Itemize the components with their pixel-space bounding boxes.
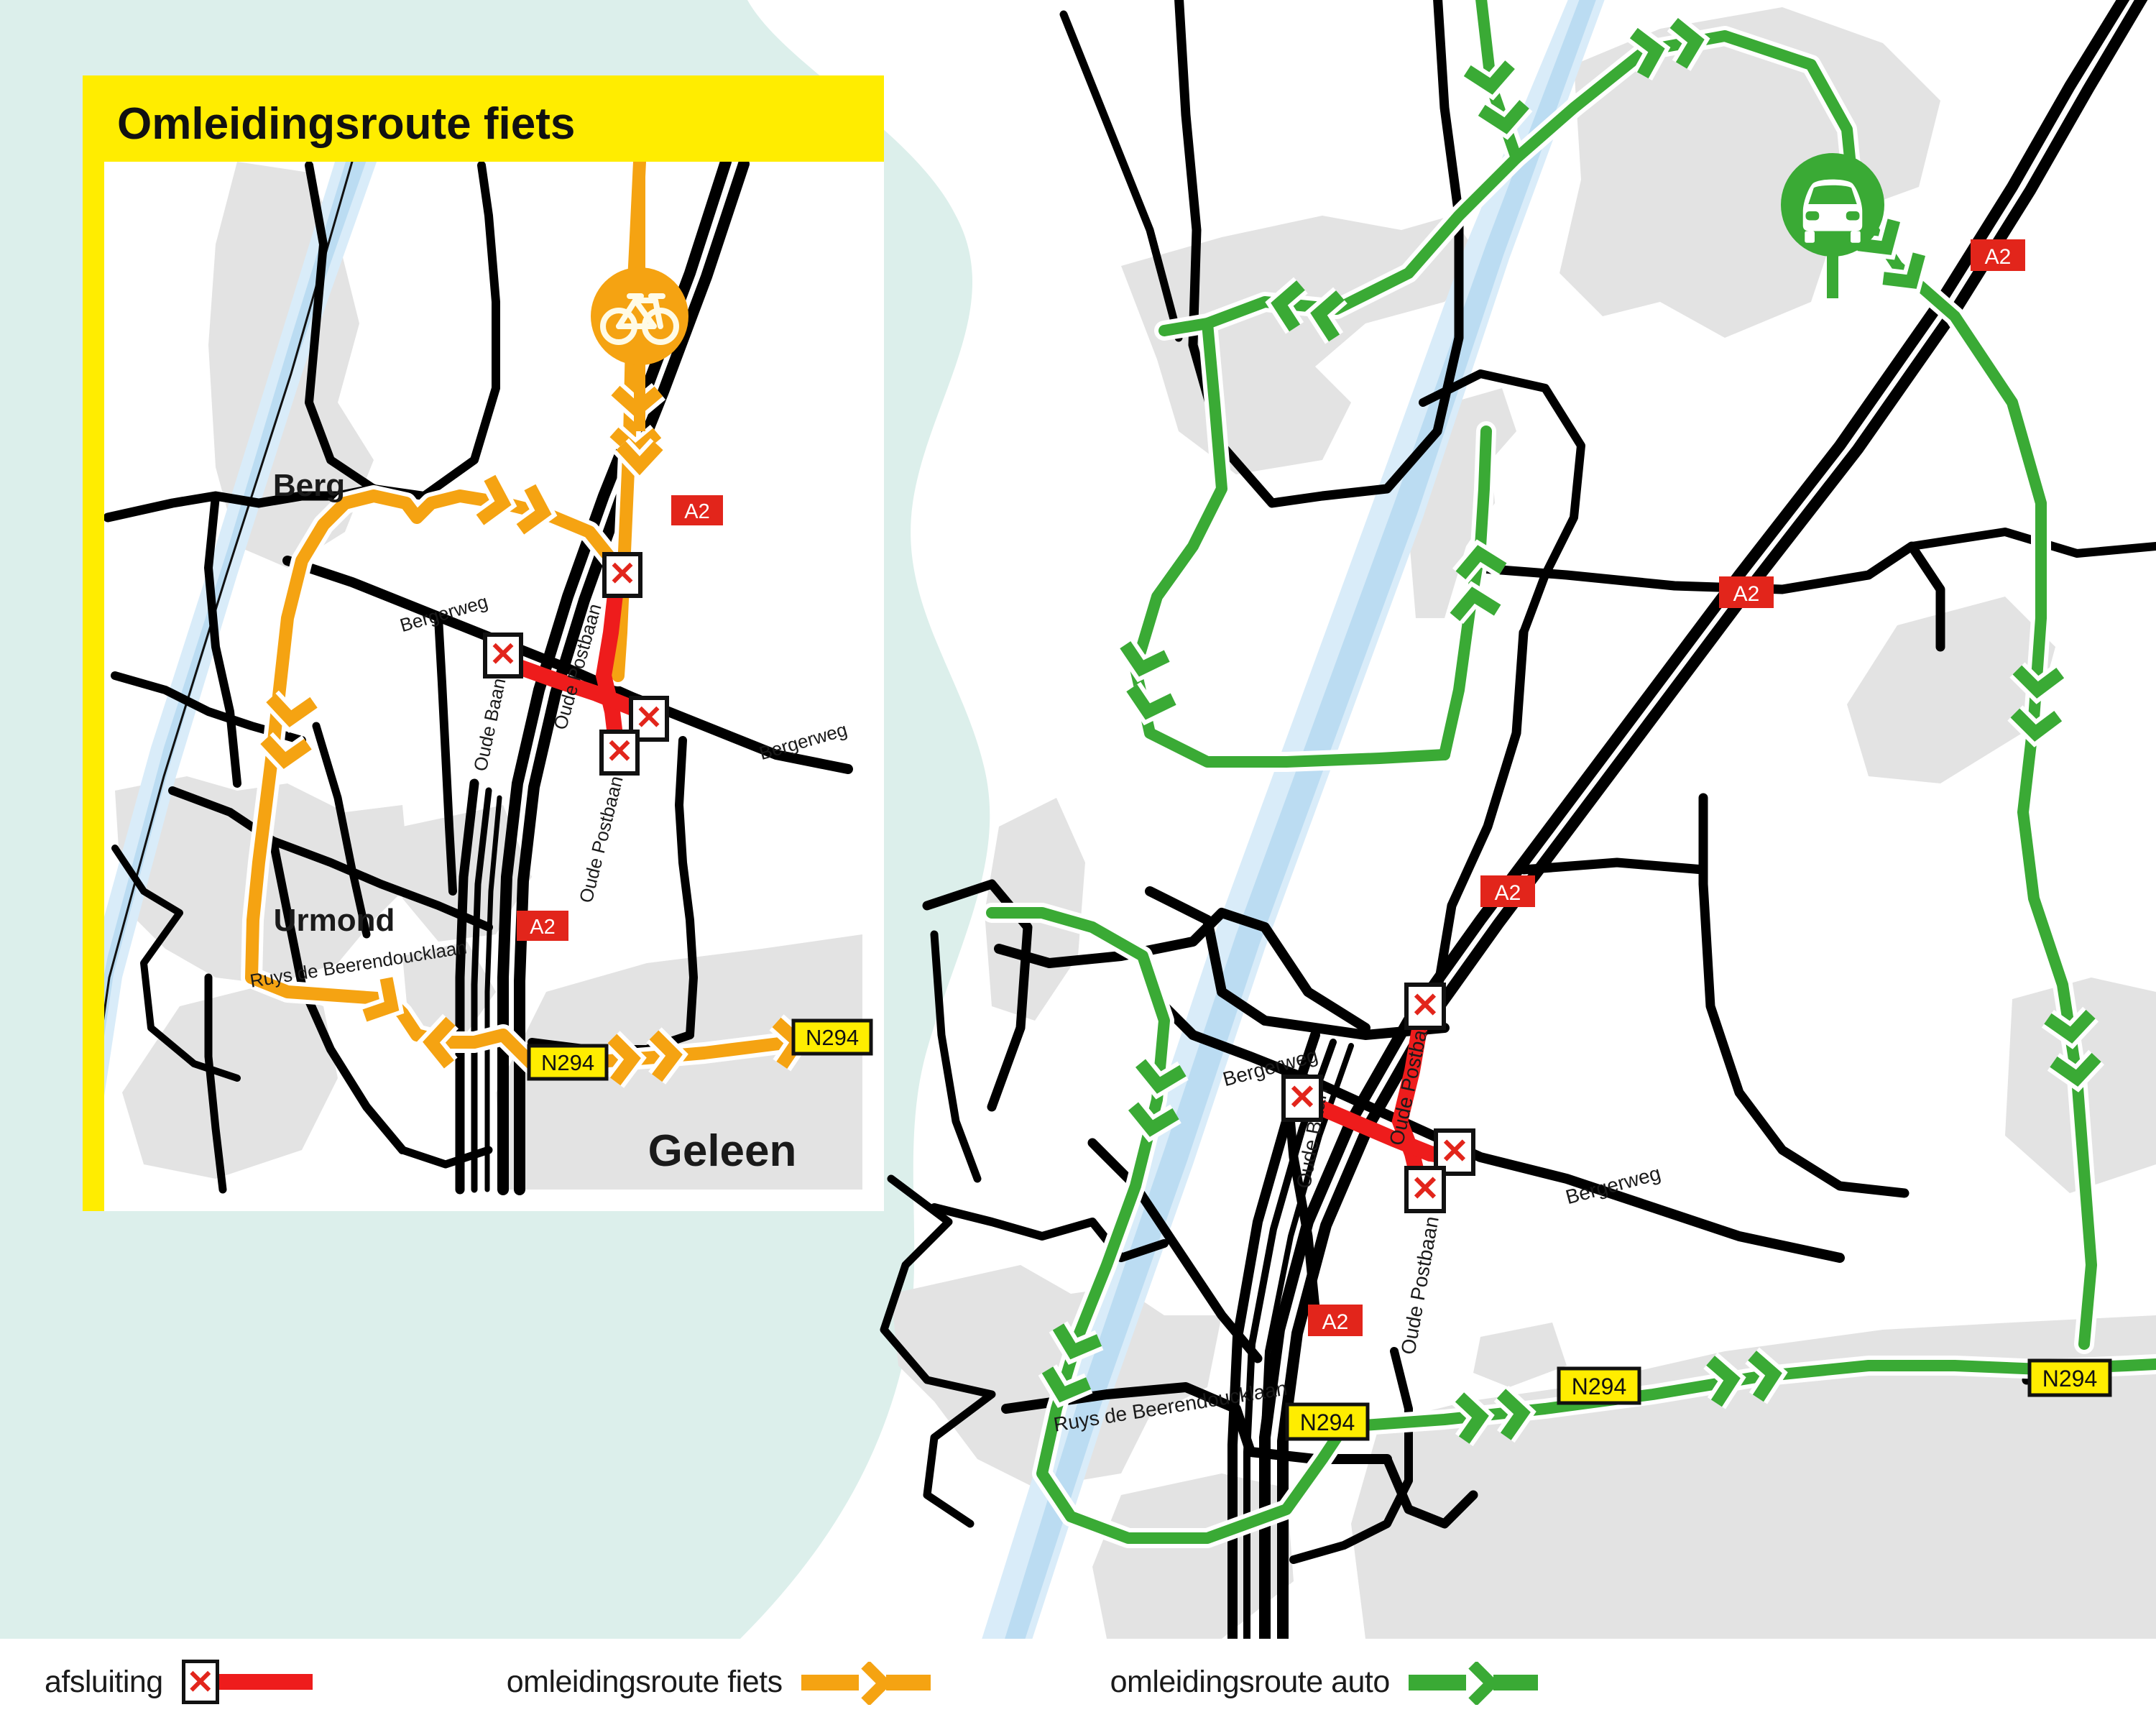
main-map-base (740, 0, 2156, 1639)
inset-place-label-geleen: Geleen (648, 1126, 797, 1176)
svg-text:✕: ✕ (609, 555, 637, 592)
inset-title-text: Omleidingsroute fiets (117, 99, 575, 149)
svg-text:N294: N294 (2042, 1366, 2098, 1392)
svg-text:A2: A2 (1985, 245, 2012, 269)
closure-line (217, 1674, 313, 1690)
svg-text:N294: N294 (1572, 1374, 1627, 1399)
legend-label-afsluiting: afsluiting (45, 1664, 163, 1699)
chevron-right-icon (1468, 1662, 1500, 1705)
inset-closure-crosses: ✕ ✕ ✕ ✕ (483, 552, 669, 776)
main-shields: A2 A2 A2 A2 N294 N294 N294 (1285, 239, 2112, 1441)
legend-label-omleidingsroute-auto: omleidingsroute auto (1110, 1664, 1391, 1699)
map-canvas[interactable]: Born Bergerweg Bergerweg Oude Baan Oude … (0, 0, 2156, 1639)
svg-text:A2: A2 (530, 916, 555, 939)
car-route-swatch (1408, 1660, 1538, 1705)
svg-text:✕: ✕ (1288, 1079, 1317, 1117)
chevron-right-icon (860, 1662, 892, 1705)
svg-text:✕: ✕ (1411, 1170, 1439, 1208)
inset-place-label-urmond: Urmond (274, 903, 395, 938)
car-marker (1781, 153, 1884, 298)
legend-label-omleidingsroute-fiets: omleidingsroute fiets (506, 1664, 783, 1699)
map-legend: afsluiting ✕ omleidingsroute fiets omlei… (0, 1639, 2156, 1725)
legend-item-omleidingsroute-auto: omleidingsroute auto (1110, 1660, 1538, 1705)
svg-text:A2: A2 (684, 500, 709, 523)
bike-marker-arrow (613, 438, 666, 482)
main-closure-crosses: ✕ ✕ ✕ ✕ (1281, 983, 1475, 1213)
inset-map: Berg Urmond Geleen Bergerweg Bergerweg O… (83, 75, 884, 1211)
inset-place-label-berg: Berg (273, 468, 345, 503)
svg-text:A2: A2 (1322, 1310, 1349, 1334)
inset-shields: A2 A2 N294 N294 (517, 495, 873, 1081)
legend-item-afsluiting: afsluiting ✕ (45, 1660, 313, 1704)
bike-route-swatch (801, 1660, 931, 1705)
svg-text:✕: ✕ (635, 699, 663, 736)
svg-text:✕: ✕ (1411, 987, 1439, 1025)
inset-title-bar: Omleidingsroute fiets (83, 75, 884, 162)
svg-text:✕: ✕ (606, 732, 634, 770)
svg-text:N294: N294 (1300, 1409, 1355, 1435)
closure-swatch: ✕ (181, 1660, 313, 1704)
svg-text:N294: N294 (806, 1025, 859, 1050)
svg-text:A2: A2 (1733, 582, 1760, 606)
svg-text:✕: ✕ (489, 635, 517, 673)
svg-text:A2: A2 (1495, 881, 1521, 905)
svg-text:N294: N294 (541, 1050, 594, 1075)
legend-item-omleidingsroute-fiets: omleidingsroute fiets (506, 1660, 931, 1705)
bike-marker (591, 162, 688, 482)
svg-text:✕: ✕ (1440, 1133, 1469, 1171)
cross-icon: ✕ (181, 1660, 219, 1704)
